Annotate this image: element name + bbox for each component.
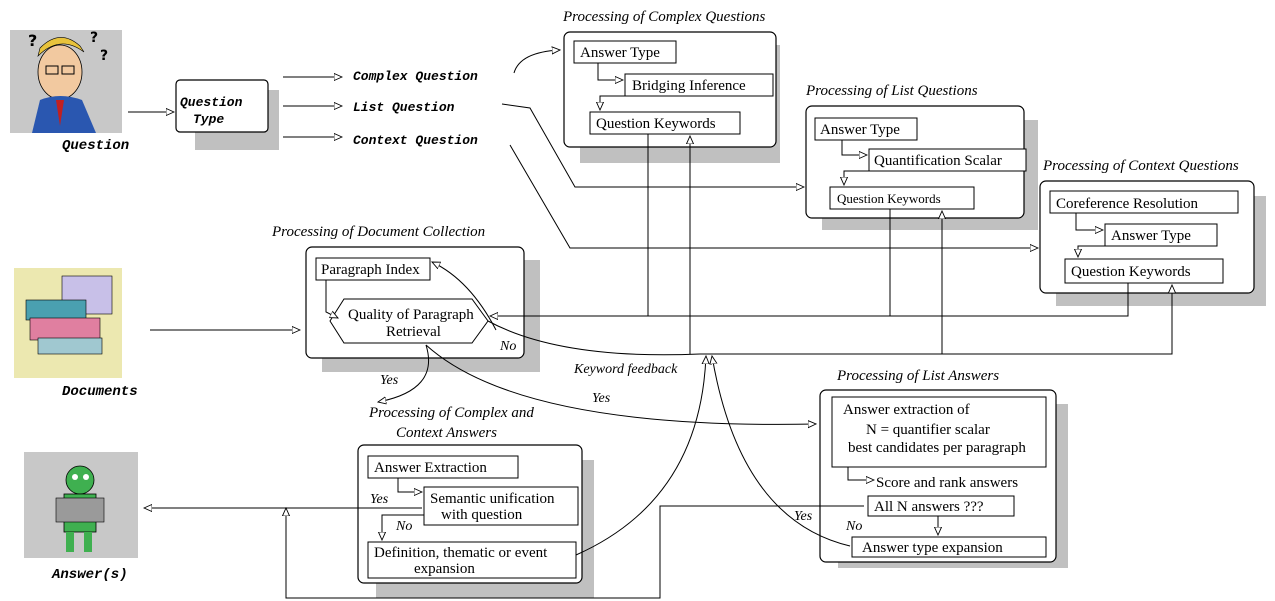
answer-type-expansion: Answer type expansion <box>862 540 1003 556</box>
list-extraction-line1: Answer extraction of <box>843 402 970 418</box>
all-n-answers: All N answers ??? <box>874 499 984 515</box>
paragraph-index-box <box>315 257 431 281</box>
svg-text:?: ? <box>28 31 37 50</box>
context-question-keywords-box <box>1064 258 1224 284</box>
definition-expansion-line2: expansion <box>414 561 475 577</box>
retrieval-yes-right: Yes <box>592 391 611 406</box>
semantic-yes-label: Yes <box>370 492 389 507</box>
semantic-no-label: No <box>395 519 412 534</box>
documents-label: Documents <box>62 384 138 400</box>
quality-retrieval-decision <box>329 298 489 344</box>
context-question-keywords: Question Keywords <box>1071 264 1191 280</box>
answer-extraction-box <box>367 455 519 479</box>
complex-questions-title: Processing of Complex Questions <box>562 9 766 25</box>
documents-books-icon <box>14 268 122 378</box>
context-answer-type: Answer Type <box>1111 228 1191 244</box>
complex-question-keywords-box <box>589 111 741 135</box>
definition-expansion-line1: Definition, thematic or event <box>374 545 548 561</box>
answers-robot-icon <box>24 452 138 558</box>
quantification-scalar-box <box>868 148 1027 172</box>
complex-question-label: Complex Question <box>353 69 478 84</box>
quantification-scalar: Quantification Scalar <box>874 153 1002 169</box>
complex-context-answers-title-2: Context Answers <box>396 425 497 441</box>
semantic-unification-box <box>423 486 579 526</box>
retrieval-yes-left: Yes <box>380 373 399 388</box>
question-label: Question <box>62 138 129 154</box>
complex-answer-type: Answer Type <box>580 45 660 61</box>
question-type-line2: Type <box>193 112 224 127</box>
context-question-label: Context Question <box>353 133 478 148</box>
connectors <box>128 50 1172 599</box>
coreference-resolution: Coreference Resolution <box>1056 196 1199 212</box>
answers-label: Answer(s) <box>51 567 128 583</box>
semantic-unification-line1: Semantic unification <box>430 491 555 507</box>
answer-extraction: Answer Extraction <box>374 460 487 476</box>
list-question-keywords-box <box>829 186 975 210</box>
document-collection-title: Processing of Document Collection <box>271 224 485 240</box>
semantic-unification-line2: with question <box>441 507 523 523</box>
complex-answer-type-box <box>573 40 677 64</box>
context-answer-type-box <box>1104 223 1218 247</box>
keyword-feedback-label: Keyword feedback <box>573 362 678 377</box>
context-questions-title: Processing of Context Questions <box>1042 158 1239 174</box>
list-answers-title: Processing of List Answers <box>836 368 999 384</box>
answer-type-expansion-box <box>851 536 1047 558</box>
complex-question-keywords: Question Keywords <box>596 116 716 132</box>
svg-text:?: ? <box>100 48 108 64</box>
list-no-label: No <box>845 519 862 534</box>
paragraph-index: Paragraph Index <box>321 262 420 278</box>
list-question-keywords: Question Keywords <box>837 191 941 206</box>
question-type-box <box>175 79 269 133</box>
question-type-line1: Question <box>180 95 243 110</box>
list-answer-type-box <box>814 117 918 141</box>
list-question-label: List Question <box>353 100 455 115</box>
quality-no-label: No <box>499 339 516 354</box>
coreference-resolution-box <box>1049 190 1239 214</box>
list-questions-title: Processing of List Questions <box>805 83 978 99</box>
definition-expansion-box <box>367 541 577 579</box>
quality-line1: Quality of Paragraph <box>348 307 474 323</box>
complex-context-answers-title-1: Processing of Complex and <box>368 405 534 421</box>
quality-line2: Retrieval <box>386 324 441 340</box>
answer-extraction-n-box <box>831 396 1047 468</box>
bridging-inference: Bridging Inference <box>632 78 746 94</box>
list-answer-type: Answer Type <box>820 122 900 138</box>
list-extraction-line2: N = quantifier scalar <box>866 422 990 438</box>
all-n-answers-box <box>867 495 1015 517</box>
bridging-inference-box <box>624 73 774 97</box>
list-extraction-line3: best candidates per paragraph <box>848 440 1026 456</box>
score-rank-answers: Score and rank answers <box>876 475 1018 491</box>
svg-text:?: ? <box>90 30 98 46</box>
list-yes-label: Yes <box>794 509 813 524</box>
question-person-icon: ? ? ? <box>10 30 122 133</box>
